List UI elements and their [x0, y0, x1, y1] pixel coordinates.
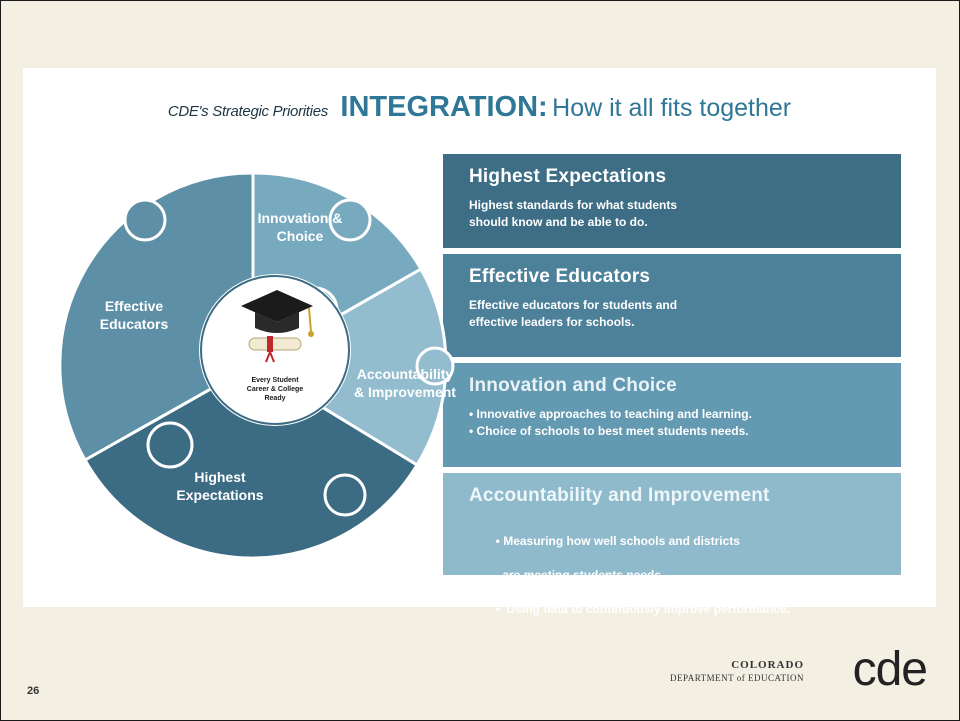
band-line: Highest standards for what students [469, 198, 678, 212]
page-number: 26 [27, 685, 40, 697]
band-description: • Measuring how well schools and distric… [469, 516, 790, 635]
band-line: effective leaders for schools. [469, 315, 635, 329]
title-main: INTEGRATION: [340, 91, 548, 123]
slide-title: CDE's Strategic Priorities INTEGRATION: … [23, 91, 936, 124]
band-line: are meeting students needs, [495, 568, 665, 582]
puzzle-wheel: Innovation & Choice Effective Educators … [45, 140, 485, 590]
title-subtitle: How it all fits together [552, 94, 792, 122]
wheel-label-innovation: Innovation & Choice [245, 209, 355, 245]
wheel-label-line: Choice [276, 228, 324, 244]
slide-content: CDE's Strategic Priorities INTEGRATION: … [23, 68, 936, 616]
band-heading: Innovation and Choice [469, 375, 677, 396]
wheel-label-line: & Improvement [354, 384, 456, 400]
puzzle-wheel-graphic [58, 171, 455, 560]
band-heading: Highest Expectations [469, 166, 667, 187]
diploma-scroll-icon [248, 336, 302, 363]
wheel-label-line: Expectations [176, 487, 264, 503]
band-innovation-choice: Innovation and Choice • Innovative appro… [443, 363, 901, 467]
band-line: • Choice of schools to best meet student… [469, 424, 749, 438]
wheel-label-line: Effective [104, 298, 164, 314]
band-accountability-improvement: Accountability and Improvement • Measuri… [443, 473, 901, 616]
logo-department: DEPARTMENT of EDUCATION [670, 673, 804, 683]
band-line: • Measuring how well schools and distric… [495, 534, 740, 548]
logo-mark: cde [852, 643, 928, 696]
wheel-label-effective: Effective Educators [89, 297, 179, 333]
cde-logo: COLORADO DEPARTMENT of EDUCATION cde [670, 643, 929, 700]
band-description: Effective educators for students and eff… [469, 297, 677, 331]
wheel-label-line: Highest [194, 469, 246, 485]
wheel-label-line: Innovation & [257, 210, 343, 226]
band-line: should know and be able to do. [469, 215, 648, 229]
hub-line: Ready [264, 395, 286, 402]
band-line: • Innovative approaches to teaching and … [469, 407, 752, 421]
graduation-cap-icon [241, 290, 314, 337]
band-description: • Innovative approaches to teaching and … [469, 406, 752, 440]
band-description: Highest standards for what students shou… [469, 197, 677, 231]
logo-colorado: COLORADO [731, 659, 804, 671]
wheel-label-line: Accountability [356, 366, 454, 382]
wheel-label-highest: Highest Expectations [160, 468, 280, 504]
wheel-label-line: Educators [99, 316, 169, 332]
band-line: Effective educators for students and [469, 298, 678, 312]
hub-line: Every Student [251, 377, 299, 384]
hub-line: Career & College [246, 386, 304, 393]
center-hub-text: Every Student Career & College Ready [245, 376, 305, 403]
band-line: • Using data to continuously improve per… [495, 602, 790, 616]
wheel-label-accountability: Accountability & Improvement [340, 365, 470, 401]
band-heading: Accountability and Improvement [469, 485, 770, 506]
title-prefix: CDE's Strategic Priorities [167, 103, 328, 120]
band-effective-educators: Effective Educators Effective educators … [443, 254, 901, 357]
band-highest-expectations: Highest Expectations Highest standards f… [443, 154, 901, 248]
band-heading: Effective Educators [469, 266, 651, 287]
